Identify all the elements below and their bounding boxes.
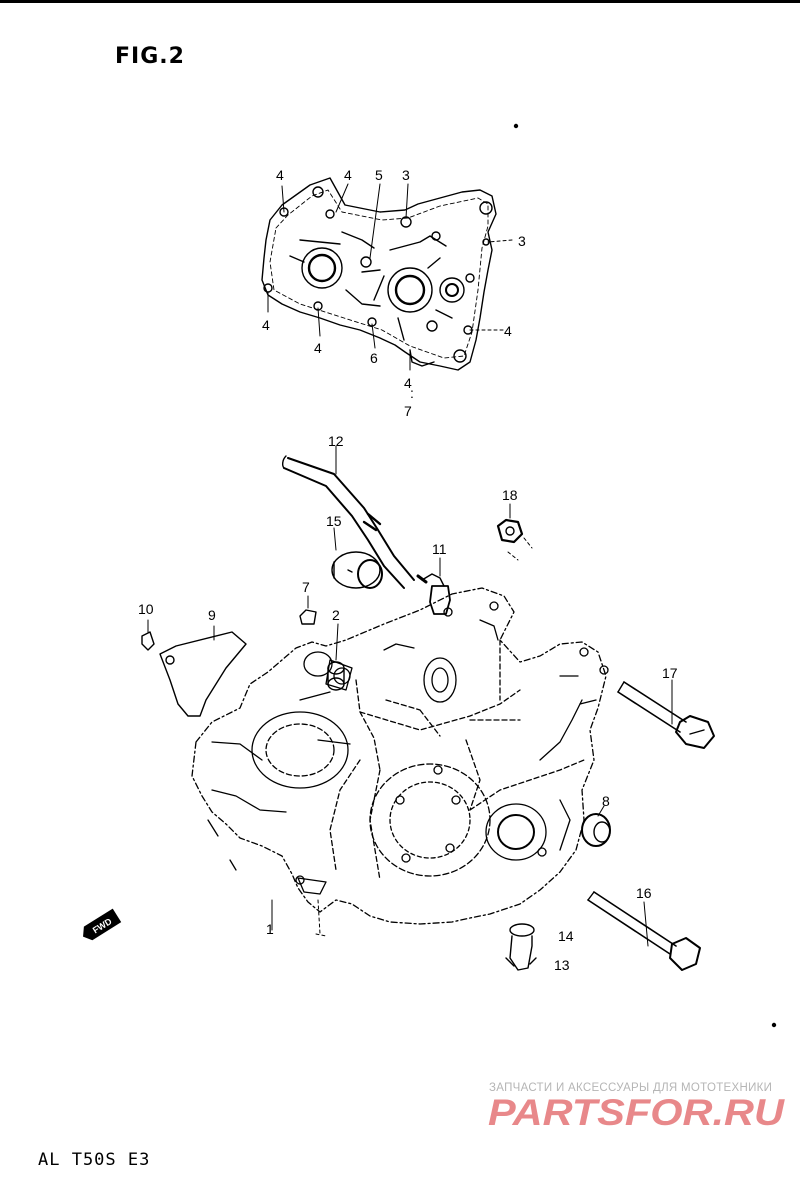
callout-15: 15 bbox=[326, 513, 342, 529]
callout-16: 16 bbox=[636, 885, 652, 901]
callout-14: 14 bbox=[558, 928, 574, 944]
figure-code: AL T50S E3 bbox=[38, 1150, 151, 1170]
callout-17: 17 bbox=[662, 665, 678, 681]
bolt-17 bbox=[617, 679, 715, 749]
watermark-logo: PARTSFOR.RU bbox=[488, 1092, 785, 1132]
callout-4: 4 bbox=[344, 167, 352, 183]
dowel-2 bbox=[327, 623, 345, 691]
crankcase-body bbox=[191, 587, 609, 937]
cap-15 bbox=[331, 527, 383, 589]
callout-separator: : bbox=[410, 385, 414, 401]
callout-7: 7 bbox=[404, 403, 412, 419]
callout-3: 3 bbox=[402, 167, 410, 183]
nut-18 bbox=[496, 503, 533, 561]
callout-8: 8 bbox=[602, 793, 610, 809]
crankcase-gasket bbox=[261, 177, 497, 371]
callout-4: 4 bbox=[404, 375, 412, 391]
callout-labels: 4 4 5 3 3 4 4 6 4 4 : 7 12 18 15 11 10 9… bbox=[138, 167, 678, 973]
upper-leader-lines bbox=[267, 183, 513, 371]
callout-9: 9 bbox=[208, 607, 216, 623]
callout-1: 1 bbox=[266, 921, 274, 937]
callout-18: 18 bbox=[502, 487, 518, 503]
callout-5: 5 bbox=[375, 167, 383, 183]
fwd-arrow-icon: FWD bbox=[83, 908, 122, 941]
callout-11: 11 bbox=[432, 541, 447, 557]
callout-7: 7 bbox=[302, 579, 310, 595]
small-parts-left bbox=[141, 595, 317, 717]
bolt-16 bbox=[587, 891, 701, 971]
figure-title: FIG.2 bbox=[115, 44, 185, 69]
callout-4: 4 bbox=[262, 317, 270, 333]
callout-10: 10 bbox=[138, 601, 154, 617]
callout-4: 4 bbox=[314, 340, 322, 356]
watermark-caption: ЗАПЧАСТИ И АКСЕССУАРЫ ДЛЯ МОТОТЕХНИКИ bbox=[489, 1082, 773, 1094]
callout-2: 2 bbox=[332, 607, 340, 623]
callout-12: 12 bbox=[328, 433, 344, 449]
top-border bbox=[0, 0, 800, 3]
callout-13: 13 bbox=[554, 957, 570, 973]
callout-6: 6 bbox=[370, 350, 378, 366]
screw-13-14 bbox=[505, 923, 537, 971]
nipple-11 bbox=[416, 557, 451, 615]
hose-12 bbox=[281, 445, 415, 589]
callout-3: 3 bbox=[518, 233, 526, 249]
seal-8 bbox=[581, 805, 611, 847]
callout-4: 4 bbox=[276, 167, 284, 183]
callout-4: 4 bbox=[504, 323, 512, 339]
watermark-logo-text: PARTSFOR.RU bbox=[488, 1092, 785, 1132]
